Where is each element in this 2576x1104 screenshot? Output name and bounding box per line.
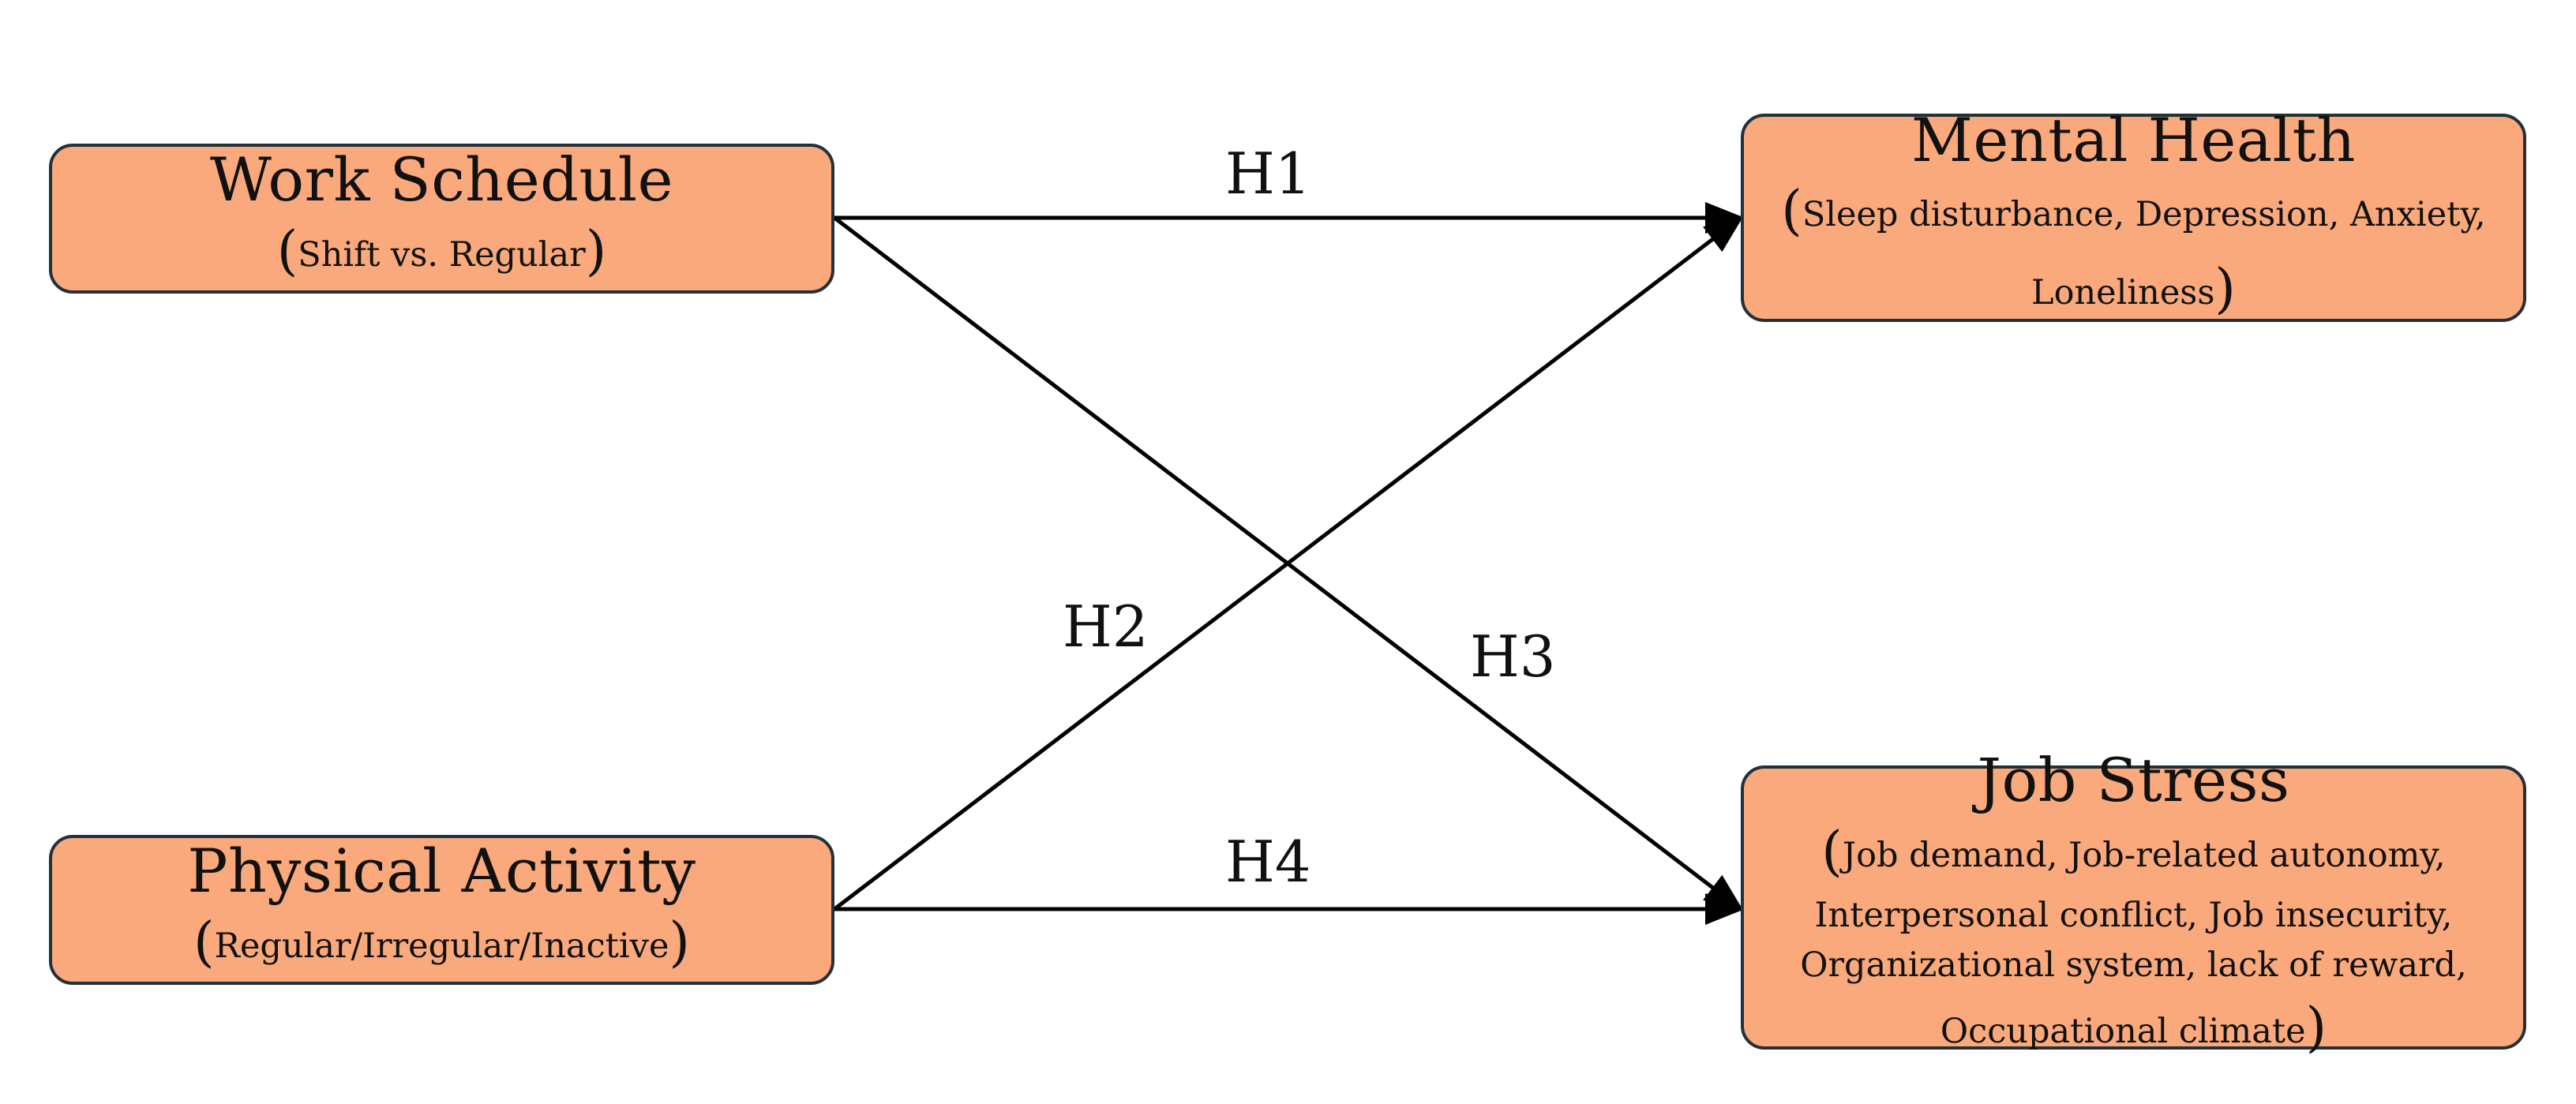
node-detail: (Sleep disturbance, Depression, Anxiety,… — [1763, 173, 2504, 328]
open-paren: ( — [276, 219, 298, 283]
node-detail: (Job demand, Job-related autonomy, Inter… — [1763, 814, 2504, 1068]
node-detail: (Regular/Irregular/Inactive) — [193, 904, 690, 982]
node-detail: (Shift vs. Regular) — [277, 213, 607, 291]
close-paren: ) — [2305, 997, 2327, 1060]
open-paren: ( — [1821, 820, 1843, 883]
node-title: Physical Activity — [187, 835, 696, 906]
close-paren: ) — [585, 219, 607, 283]
open-paren: ( — [193, 911, 215, 974]
open-paren: ( — [1781, 180, 1802, 243]
node-title: Job Stress — [1977, 745, 2290, 816]
node-detail-text: Regular/Irregular/Inactive — [214, 926, 669, 966]
node-title: Work Schedule — [209, 144, 674, 215]
hypothesis-label-h3: H3 — [1470, 623, 1556, 690]
hypothesis-label-h2: H2 — [1063, 593, 1149, 660]
node-title: Mental Health — [1911, 104, 2356, 175]
arrow-h3 — [833, 216, 1744, 912]
node-detail-text: Sleep disturbance, Depression, Anxiety, … — [1802, 195, 2486, 312]
hypothesis-label-h4: H4 — [1225, 829, 1311, 895]
node-detail-text: Shift vs. Regular — [298, 234, 586, 275]
node-physical-activity: Physical Activity (Regular/Irregular/Ina… — [49, 835, 834, 985]
close-paren: ) — [2214, 257, 2236, 320]
node-mental-health: Mental Health (Sleep disturbance, Depres… — [1741, 107, 2526, 322]
hypothesis-label-h1: H1 — [1225, 140, 1311, 207]
node-job-stress: Job Stress (Job demand, Job-related auto… — [1741, 747, 2526, 1059]
node-detail-text: Job demand, Job-related autonomy, Interp… — [1800, 835, 2467, 1052]
node-work-schedule: Work Schedule (Shift vs. Regular) — [49, 144, 834, 294]
close-paren: ) — [669, 911, 690, 974]
